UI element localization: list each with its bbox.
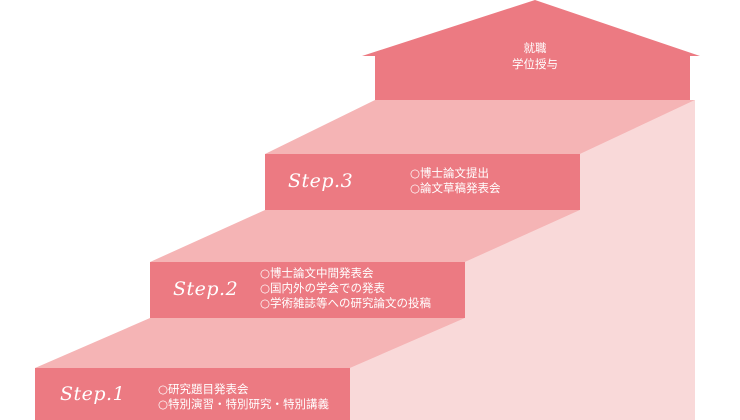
staircase-side-wall bbox=[350, 100, 695, 420]
tread-step-1 bbox=[35, 318, 465, 368]
tread-step-2 bbox=[150, 210, 580, 262]
goal-line-degree: 学位授与 bbox=[512, 57, 558, 71]
step-1-item: ○特別演習・特別研究・特別講義 bbox=[158, 397, 330, 411]
goal-house bbox=[362, 0, 700, 100]
step-2-item: ○学術雑誌等への研究論文の投稿 bbox=[260, 296, 432, 310]
step-1-label: Step.1 bbox=[60, 383, 126, 405]
step-2-items: ○博士論文中間発表会 ○国内外の学会での発表 ○学術雑誌等への研究論文の投稿 bbox=[260, 266, 431, 311]
goal-label: 就職 学位授与 bbox=[480, 40, 590, 72]
step-3-item: ○論文草稿発表会 bbox=[410, 181, 501, 195]
tread-step-3 bbox=[265, 100, 695, 154]
step-2-label: Step.2 bbox=[173, 278, 239, 300]
step-1-item: ○研究題目発表会 bbox=[158, 382, 249, 396]
step-2-item: ○国内外の学会での発表 bbox=[260, 281, 386, 295]
front-face-step-2 bbox=[150, 262, 465, 318]
step-1-items: ○研究題目発表会 ○特別演習・特別研究・特別講義 bbox=[158, 382, 329, 412]
goal-line-employment: 就職 bbox=[523, 41, 547, 55]
step-3-label: Step.3 bbox=[288, 170, 354, 192]
front-face-step-1 bbox=[35, 368, 350, 420]
step-3-item: ○博士論文提出 bbox=[410, 166, 490, 180]
step-3-items: ○博士論文提出 ○論文草稿発表会 bbox=[410, 166, 501, 196]
step-2-item: ○博士論文中間発表会 bbox=[260, 266, 374, 280]
front-face-step-3 bbox=[265, 154, 580, 210]
